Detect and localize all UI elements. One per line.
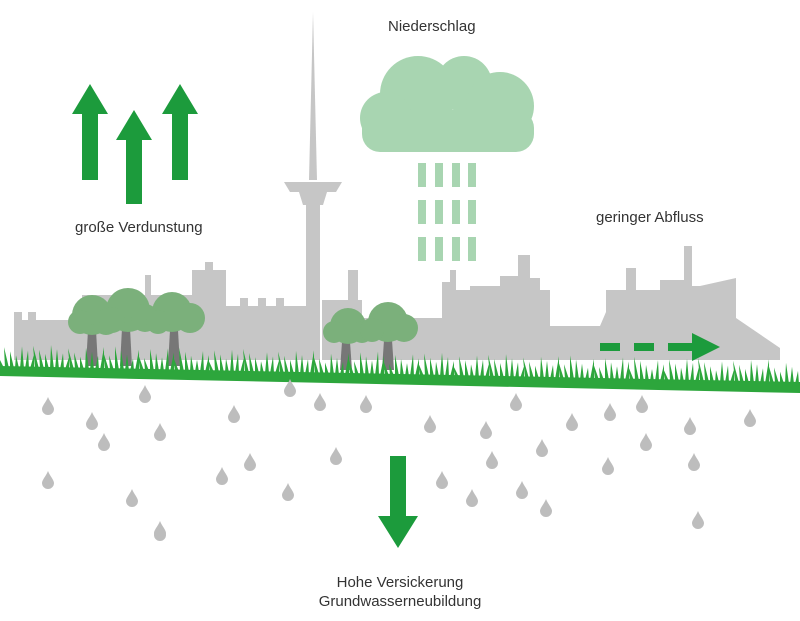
water-drop-icon <box>314 393 326 411</box>
water-drop-icon <box>86 412 98 430</box>
rain-bar <box>468 163 476 187</box>
water-drop-icon <box>98 433 110 451</box>
water-drop-icon <box>688 453 700 471</box>
rain-bar <box>418 237 426 261</box>
rain-bar <box>435 200 443 224</box>
water-drop-icon <box>42 471 54 489</box>
water-drop-icon <box>602 457 614 475</box>
water-drop-icon <box>244 453 256 471</box>
water-drop-icon <box>640 433 652 451</box>
water-drop-icon <box>216 467 228 485</box>
rain-bar <box>418 163 426 187</box>
water-drop-icon <box>282 483 294 501</box>
water-drops <box>42 379 756 541</box>
runoff-arrow-icon <box>600 333 720 361</box>
water-drop-icon <box>540 499 552 517</box>
rain-bar <box>452 237 460 261</box>
water-drop-icon <box>360 395 372 413</box>
rain-icon <box>418 163 476 261</box>
water-drop-icon <box>692 511 704 529</box>
water-drop-icon <box>330 447 342 465</box>
infiltration-label-line1: Hohe Versickerung <box>336 574 464 591</box>
rain-bar <box>452 200 460 224</box>
water-drop-icon <box>139 385 151 403</box>
water-drop-icon <box>480 421 492 439</box>
rain-bar <box>435 237 443 261</box>
rain-bar <box>468 200 476 224</box>
water-drop-icon <box>466 489 478 507</box>
water-drop-icon <box>424 415 436 433</box>
infiltration-label: Hohe Versickerung Grundwasserneubildung <box>300 573 500 611</box>
tree-icon <box>68 288 418 370</box>
water-drop-icon <box>744 409 756 427</box>
water-drop-icon <box>228 405 240 423</box>
rain-bar <box>468 237 476 261</box>
water-drop-icon <box>154 423 166 441</box>
runoff-label: geringer Abfluss <box>596 209 704 226</box>
water-drop-icon <box>510 393 522 411</box>
rain-bar <box>435 163 443 187</box>
water-drop-icon <box>284 379 296 397</box>
evaporation-arrow-icon <box>72 84 198 204</box>
evaporation-label: große Verdunstung <box>75 219 203 236</box>
rain-bar <box>418 200 426 224</box>
cloud-icon <box>360 56 534 152</box>
infiltration-arrow-icon <box>378 456 418 548</box>
water-drop-icon <box>42 397 54 415</box>
infiltration-label-line2: Grundwasserneubildung <box>318 593 482 610</box>
water-drop-icon <box>604 403 616 421</box>
water-drop-icon <box>436 471 448 489</box>
rain-bar <box>452 163 460 187</box>
grass-ground <box>0 345 800 393</box>
water-drop-icon <box>126 489 138 507</box>
water-drop-icon <box>154 521 166 539</box>
water-drop-icon <box>684 417 696 435</box>
water-drop-icon <box>516 481 528 499</box>
precipitation-label: Niederschlag <box>388 18 476 35</box>
water-drop-icon <box>486 451 498 469</box>
water-drop-icon <box>566 413 578 431</box>
water-drop-icon <box>536 439 548 457</box>
water-drop-icon <box>636 395 648 413</box>
